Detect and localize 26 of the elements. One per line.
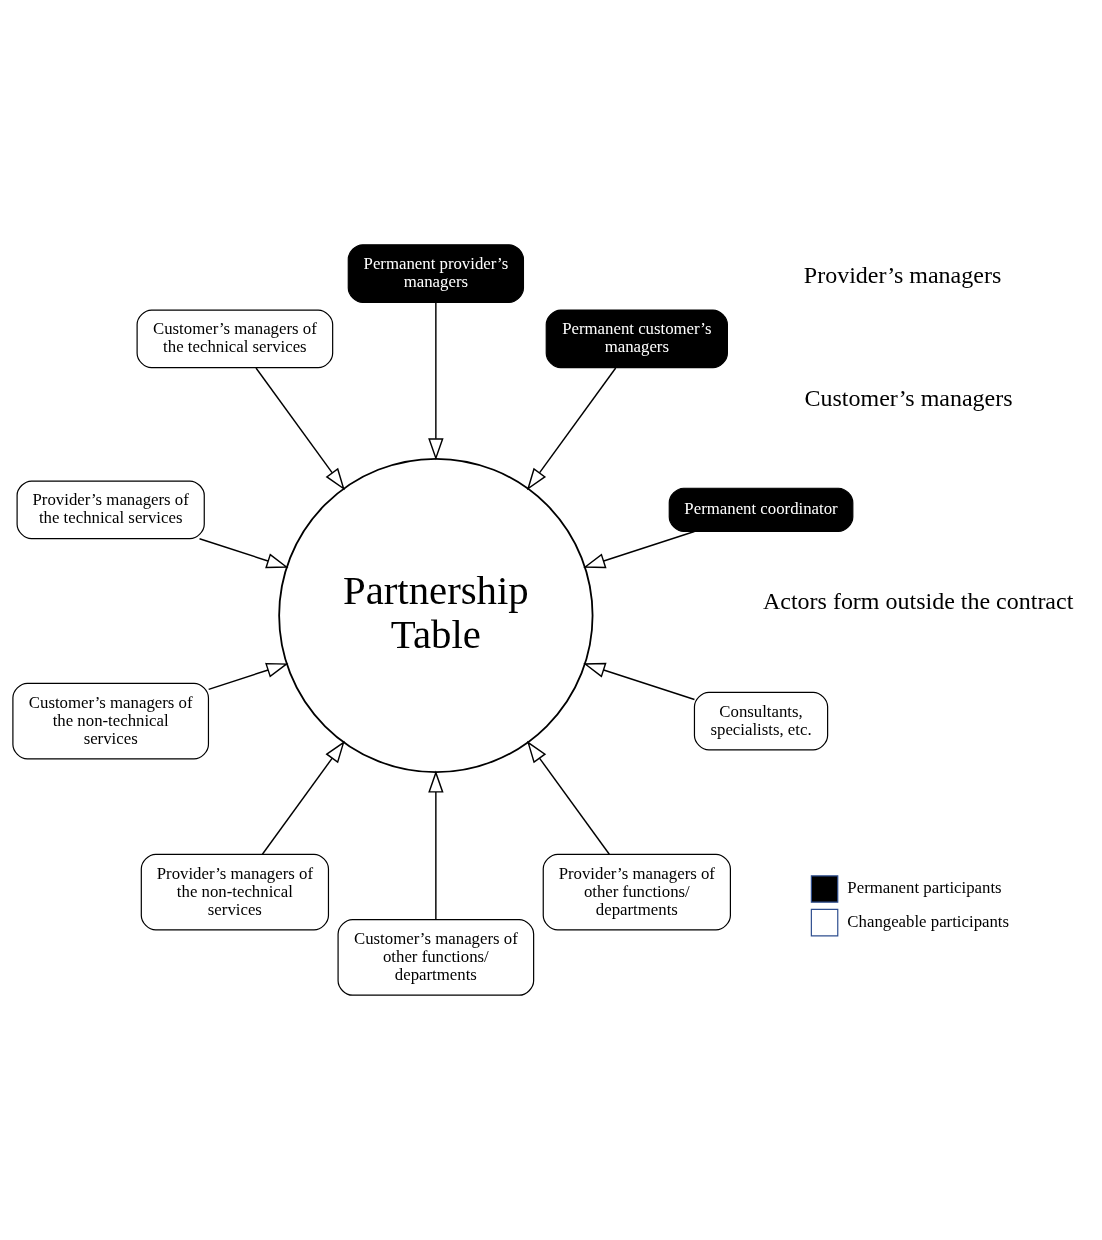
node-circle: Partnership Table xyxy=(278,457,594,774)
arrow xyxy=(255,367,345,491)
label: Actors form outside the contract xyxy=(762,588,1074,615)
node-box: Consultants, specialists, etc. xyxy=(693,691,829,751)
arrow xyxy=(526,367,617,491)
arrow xyxy=(198,538,289,569)
node-box: Provider’s managers of the technical services xyxy=(16,480,205,540)
node-box: Customer’s managers of other functions/ departments xyxy=(337,919,535,996)
arrow xyxy=(207,662,289,691)
node-box: Permanent provider’s managers xyxy=(347,244,525,303)
arrow xyxy=(526,740,610,855)
label: Provider’s managers xyxy=(803,262,1002,289)
legend-label: Changeable participants xyxy=(847,912,1010,932)
node-box: Permanent coordinator xyxy=(668,487,854,533)
node-box: Provider’s managers of other functions/ departments xyxy=(542,853,731,931)
arrow xyxy=(583,530,696,569)
arrow xyxy=(261,740,345,855)
label: Customer’s managers xyxy=(804,384,1013,411)
legend-label: Permanent participants xyxy=(847,878,1002,898)
arrow xyxy=(428,302,444,461)
node-box: Customer’s managers of the non-technical services xyxy=(12,682,210,760)
arrow xyxy=(583,662,696,701)
arrow xyxy=(428,770,444,921)
node-box: Provider’s managers of the non-technical services xyxy=(140,853,330,931)
node-box: Customer’s managers of the technical services xyxy=(136,309,334,369)
node-box: Permanent customer’s managers xyxy=(545,309,728,369)
